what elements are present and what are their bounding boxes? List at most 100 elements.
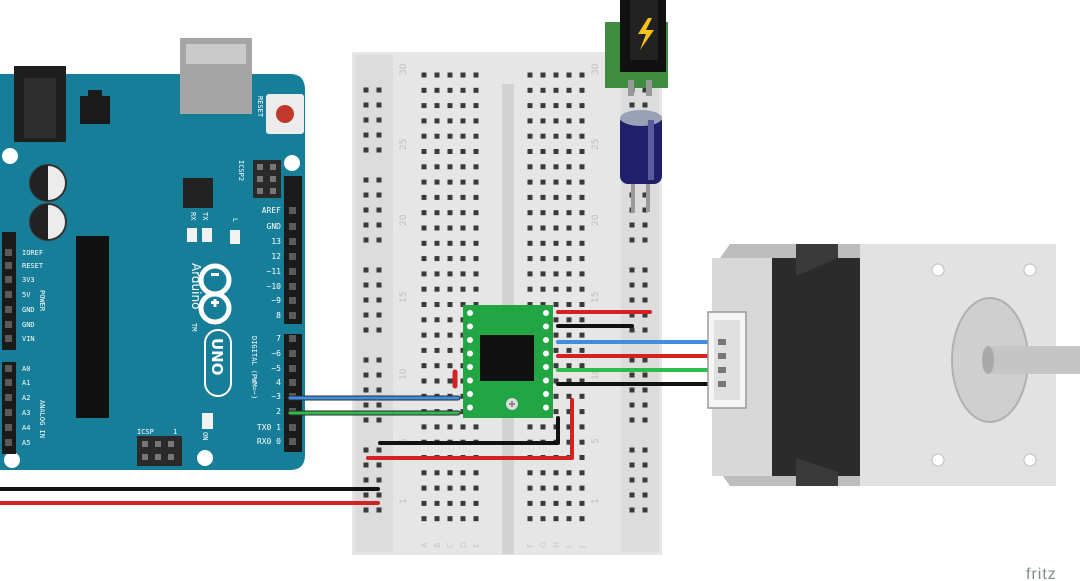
- breadboard-hole: [566, 271, 572, 277]
- breadboard-hole: [579, 194, 585, 200]
- header-pin: [289, 438, 296, 445]
- breadboard-hole: [579, 409, 585, 415]
- rail-hole: [629, 297, 635, 303]
- breadboard-hole: [579, 470, 585, 476]
- breadboard-hole: [434, 470, 440, 476]
- motor-screw-hole: [931, 263, 945, 277]
- driver-pin: [467, 310, 473, 316]
- digital-pin-label: 2: [276, 407, 281, 416]
- digital-pin-label: ~9: [271, 296, 281, 305]
- uno-badge: [204, 329, 232, 397]
- breadboard-hole: [566, 72, 572, 78]
- breadboard-hole: [421, 72, 427, 78]
- usb-connector-top: [186, 44, 246, 64]
- breadboard-hole: [460, 424, 466, 430]
- breadboard-hole: [579, 210, 585, 216]
- breadboard-hole: [460, 133, 466, 139]
- rail-hole: [363, 297, 369, 303]
- rail-hole: [629, 102, 635, 108]
- digital-pin-label: 8: [276, 311, 281, 320]
- breadboard-hole: [460, 210, 466, 216]
- breadboard-hole: [434, 210, 440, 216]
- rail-hole: [629, 447, 635, 453]
- breadboard-hole: [553, 409, 559, 415]
- breadboard-hole: [434, 424, 440, 430]
- breadboard-hole: [553, 118, 559, 124]
- breadboard-hole: [460, 256, 466, 262]
- breadboard-hole: [421, 179, 427, 185]
- rail-hole: [642, 297, 648, 303]
- driver-pin: [543, 310, 549, 316]
- breadboard-hole: [527, 118, 533, 124]
- breadboard-hole: [553, 271, 559, 277]
- driver-pin: [543, 404, 549, 411]
- breadboard-hole: [434, 516, 440, 522]
- breadboard-hole: [553, 347, 559, 353]
- header-pin: [289, 379, 296, 386]
- header-pin: [289, 335, 296, 342]
- rail-hole: [376, 402, 382, 408]
- rail-hole: [363, 147, 369, 153]
- rail-hole: [642, 492, 648, 498]
- breadboard-hole: [566, 485, 572, 491]
- breadboard-hole: [447, 424, 453, 430]
- header-pin: [289, 424, 296, 431]
- breadboard-hole: [527, 179, 533, 185]
- breadboard-hole: [566, 194, 572, 200]
- breadboard-row-number: 30: [399, 63, 409, 75]
- breadboard-hole: [579, 271, 585, 277]
- header-pin: [289, 207, 296, 214]
- icsp-label: ICSP: [137, 428, 154, 436]
- breadboard-hole: [540, 194, 546, 200]
- power-pin-label: 5V: [22, 291, 31, 299]
- driver-pin: [543, 323, 549, 330]
- driver-pin: [543, 377, 549, 384]
- on-label: ON: [201, 432, 209, 440]
- reset-label: RESET: [256, 96, 264, 118]
- breadboard-hole: [473, 133, 479, 139]
- l-label: L: [231, 218, 239, 222]
- breadboard-hole: [460, 470, 466, 476]
- driver-pin: [467, 364, 473, 370]
- rail-hole: [629, 267, 635, 273]
- rail-hole: [376, 492, 382, 498]
- breadboard-hole: [566, 302, 572, 307]
- rail-hole: [363, 267, 369, 273]
- breadboard-hole: [447, 194, 453, 200]
- breadboard-hole: [434, 149, 440, 154]
- digital-pin-label: TX0 1: [257, 423, 281, 432]
- breadboard-hole: [540, 72, 546, 78]
- rail-hole: [376, 462, 382, 468]
- breadboard-hole: [553, 500, 559, 506]
- breadboard-hole: [460, 500, 466, 506]
- breadboard-hole: [566, 103, 572, 109]
- digital-pin-label: ~11: [267, 267, 282, 276]
- digital-section-label: DIGITAL (PWM=~): [250, 336, 258, 399]
- breadboard-column-letter: B: [433, 543, 442, 549]
- breadboard-column-letter: I: [565, 546, 574, 548]
- breadboard-hole: [553, 179, 559, 185]
- rx-label: RX: [189, 212, 197, 221]
- rail-hole: [363, 117, 369, 123]
- breadboard-hole: [434, 302, 440, 307]
- breadboard-hole: [421, 210, 427, 216]
- rail-hole: [363, 177, 369, 183]
- header-pin: [5, 379, 12, 386]
- power-section-label: POWER: [38, 290, 46, 312]
- breadboard-hole: [527, 210, 533, 216]
- breadboard-hole: [527, 72, 533, 78]
- rail-hole: [363, 102, 369, 108]
- rail-hole: [642, 222, 648, 228]
- arduino-brand-label: Arduino: [189, 263, 203, 309]
- rail-hole: [363, 192, 369, 198]
- rail-hole: [363, 447, 369, 453]
- breadboard-hole: [447, 149, 453, 154]
- breadboard-hole: [527, 470, 533, 476]
- reset-button-cap[interactable]: [276, 105, 294, 123]
- breadboard-hole: [579, 485, 585, 491]
- arduino-uno-board: RESET ICSP2 TX RX L: [0, 38, 305, 470]
- breadboard-row-number-right: 20: [591, 214, 601, 226]
- rail-hole: [363, 507, 369, 513]
- breadboard-hole: [460, 286, 466, 292]
- breadboard-hole: [579, 378, 585, 384]
